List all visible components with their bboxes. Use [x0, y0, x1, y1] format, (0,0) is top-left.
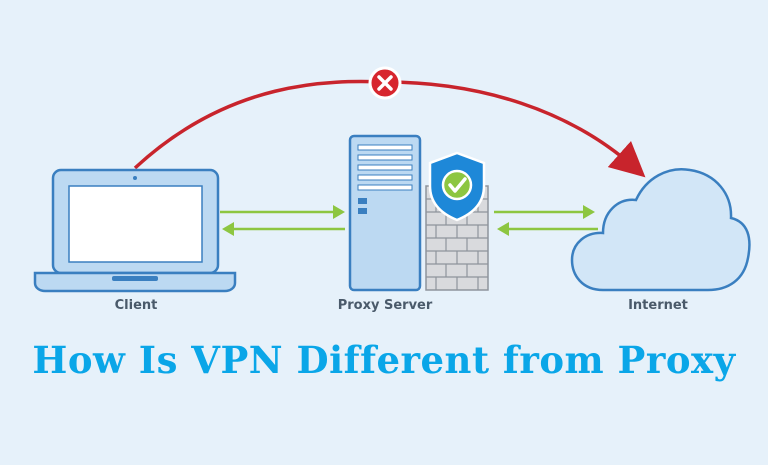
client-proxy-arrows	[220, 205, 345, 236]
headline-title: How Is VPN Different from Proxy	[32, 338, 736, 382]
internet-label: Internet	[628, 298, 688, 313]
shield-check-icon	[428, 151, 486, 222]
blocked-x-icon	[368, 66, 402, 100]
client-label: Client	[114, 298, 158, 313]
laptop-icon	[33, 168, 237, 293]
server-icon	[348, 134, 422, 292]
proxy-internet-arrows	[494, 205, 598, 236]
proxy-server-label: Proxy Server	[337, 298, 433, 313]
cloud-icon	[570, 168, 751, 292]
